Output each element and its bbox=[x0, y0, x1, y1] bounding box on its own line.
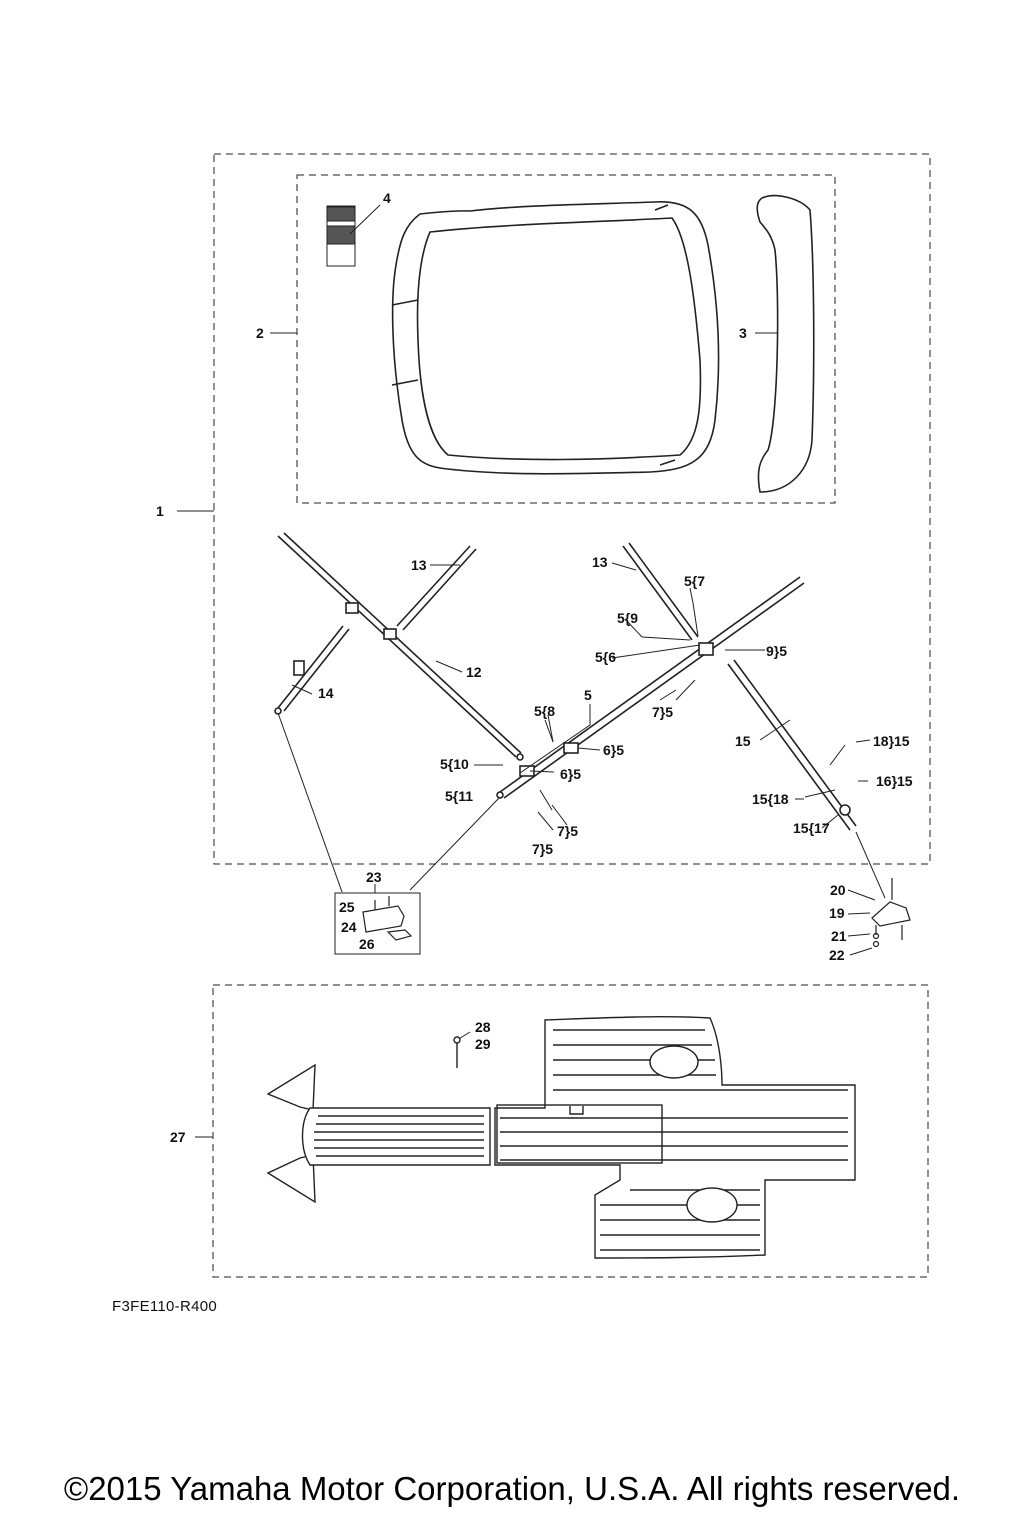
copyright-notice: ©2015 Yamaha Motor Corporation, U.S.A. A… bbox=[63, 1470, 961, 1507]
callout-24: 24 bbox=[341, 919, 357, 935]
part-15-strut bbox=[727, 659, 857, 831]
hardware-bolts bbox=[474, 602, 846, 811]
part-27-floor-mat bbox=[266, 1016, 856, 1259]
part-19-bracket bbox=[871, 878, 911, 948]
callout-27: 27 bbox=[170, 1129, 186, 1145]
part-13-left-pole bbox=[396, 545, 477, 631]
callout-5: 5 bbox=[584, 687, 592, 703]
part-24-bracket bbox=[362, 896, 413, 941]
callout-7-5-top: 7}5 bbox=[652, 704, 673, 720]
callout-5-11: 5{11 bbox=[445, 788, 473, 804]
callout-1: 1 bbox=[156, 503, 164, 519]
part-2-top-cover bbox=[391, 201, 720, 475]
part-14-strut bbox=[277, 625, 350, 712]
callout-13-left: 13 bbox=[411, 557, 427, 573]
callout-5-7: 5{7 bbox=[684, 573, 705, 589]
callout-28: 28 bbox=[475, 1019, 491, 1035]
callout-5-9: 5{9 bbox=[617, 610, 638, 626]
callout-2: 2 bbox=[256, 325, 264, 341]
group-2-box bbox=[296, 174, 836, 504]
part-13-right-pole bbox=[622, 542, 699, 641]
callout-22: 22 bbox=[829, 947, 845, 963]
callout-15: 15 bbox=[735, 733, 751, 749]
part-4-sticker bbox=[326, 205, 356, 267]
callout-29: 29 bbox=[475, 1036, 491, 1052]
frame-poles bbox=[274, 532, 857, 831]
leader-lines bbox=[177, 204, 886, 1138]
callout-5-8: 5{8 bbox=[534, 703, 555, 719]
callout-18-15: 18}15 bbox=[873, 733, 910, 749]
callout-20: 20 bbox=[830, 882, 846, 898]
callout-12: 12 bbox=[466, 664, 482, 680]
callout-3: 3 bbox=[739, 325, 747, 341]
callout-5-6: 5{6 bbox=[595, 649, 616, 665]
callout-4: 4 bbox=[383, 190, 391, 206]
callout-5-10: 5{10 bbox=[440, 756, 469, 772]
diagram-code: F3FE110-R400 bbox=[112, 1298, 218, 1315]
callout-13-right: 13 bbox=[592, 554, 608, 570]
callout-26: 26 bbox=[359, 936, 375, 952]
callout-15-18: 15{18 bbox=[752, 791, 789, 807]
part-3-boot bbox=[756, 194, 815, 493]
callout-25: 25 bbox=[339, 899, 355, 915]
callout-16-15: 16}15 bbox=[876, 773, 913, 789]
callout-14: 14 bbox=[318, 685, 334, 701]
callout-19: 19 bbox=[829, 905, 845, 921]
callout-21: 21 bbox=[831, 928, 847, 944]
callout-7-5-b: 7}5 bbox=[532, 841, 553, 857]
callout-9-5: 9}5 bbox=[766, 643, 787, 659]
callout-6-5-a: 6}5 bbox=[603, 742, 624, 758]
callout-6-5-b: 6}5 bbox=[560, 766, 581, 782]
callout-labels: 1 2 3 4 13 13 12 14 5{7 5{9 5{6 9}5 5 7}… bbox=[156, 190, 913, 1145]
part-5-pole bbox=[499, 576, 805, 799]
part-12-pole bbox=[277, 532, 522, 758]
callout-23: 23 bbox=[366, 869, 382, 885]
callout-7-5-a: 7}5 bbox=[557, 823, 578, 839]
callout-15-17: 15{17 bbox=[793, 820, 830, 836]
group-1-box bbox=[213, 153, 931, 865]
